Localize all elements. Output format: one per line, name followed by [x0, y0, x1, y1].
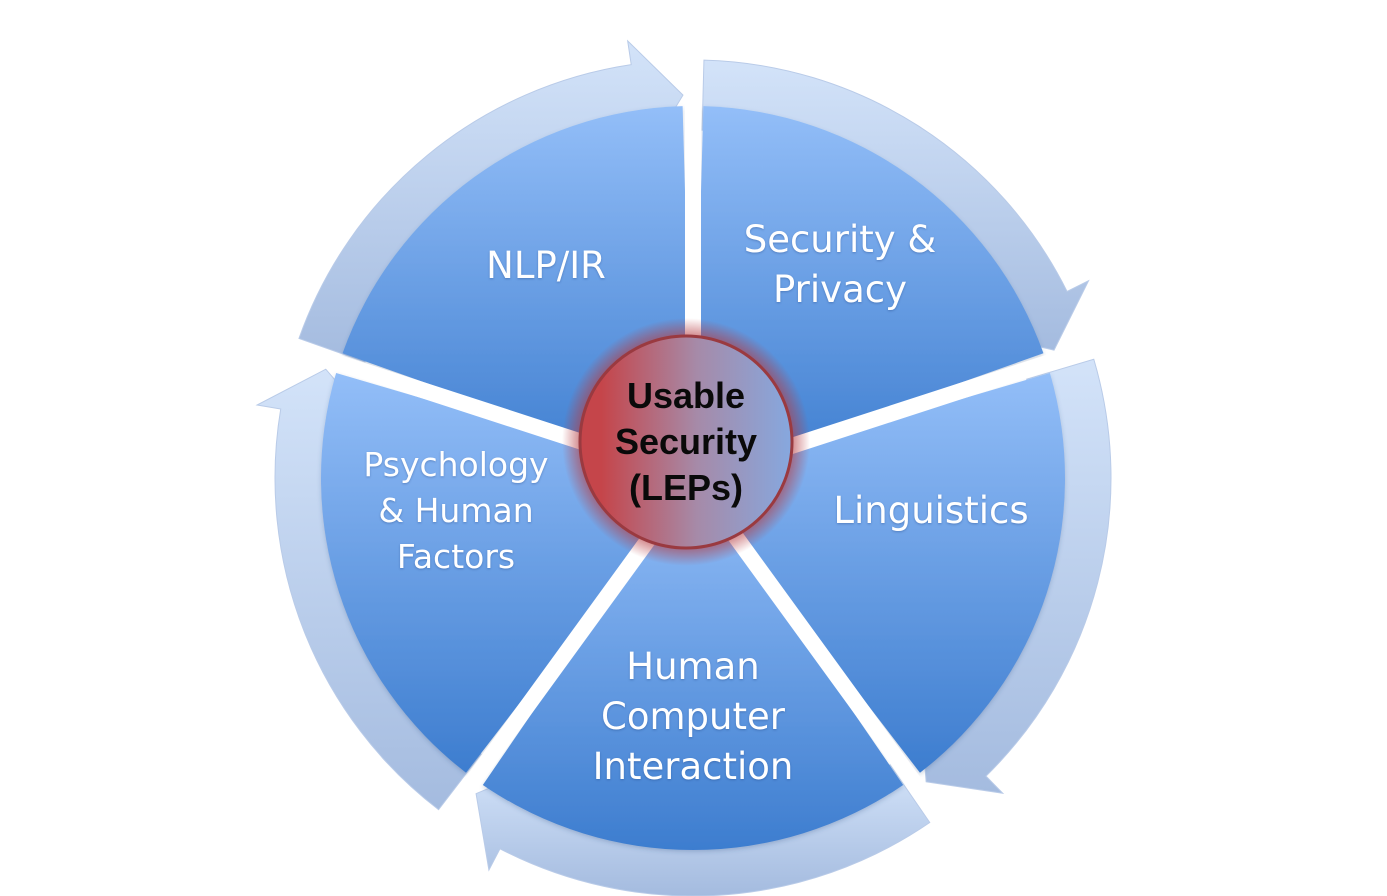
segment-label-security-privacy: Security & Privacy	[744, 215, 937, 315]
segment-label-line: Computer	[601, 695, 785, 738]
segment-label-line: Factors	[396, 537, 516, 576]
segment-label-line: Interaction	[592, 745, 794, 788]
center-label: Usable Security (LEPs)	[615, 373, 757, 511]
segment-label-linguistics: Linguistics	[833, 486, 1028, 536]
segment-label-line: Privacy	[773, 268, 907, 311]
segment-label-nlp-ir: NLP/IR	[486, 241, 606, 291]
segment-label-psychology: Psychology & Human Factors	[363, 442, 548, 580]
center-label-line: Security	[614, 421, 758, 462]
segment-label-line: Linguistics	[833, 489, 1029, 532]
segment-label-line: & Human	[378, 491, 534, 530]
segment-label-hci: Human Computer Interaction	[593, 642, 794, 792]
segment-label-line: NLP/IR	[486, 244, 606, 287]
segment-label-line: Psychology	[363, 445, 549, 484]
center-label-line: (LEPs)	[628, 467, 744, 508]
center-label-line: Usable	[626, 375, 746, 416]
segment-label-line: Human	[626, 645, 760, 688]
segment-label-line: Security &	[743, 218, 937, 261]
center-circle	[578, 334, 794, 550]
segment-linguistics	[482, 478, 904, 850]
center-hub	[562, 318, 810, 566]
